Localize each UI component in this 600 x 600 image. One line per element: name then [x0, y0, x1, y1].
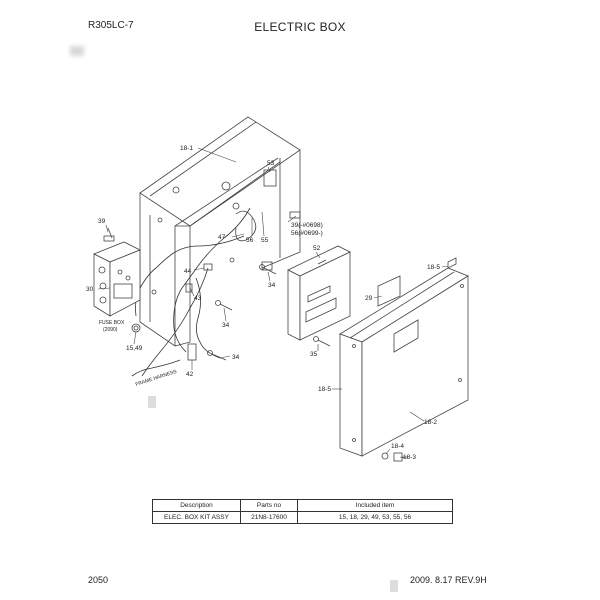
callout-39-range: 39(-#0698) [291, 222, 323, 229]
callout-56: 56 [246, 237, 254, 244]
bolts [107, 227, 408, 462]
table-cell: 15, 18, 29, 49, 53, 55, 56 [297, 511, 453, 524]
callout-35: 35 [310, 351, 318, 358]
page-title: ELECTRIC BOX [254, 20, 346, 34]
table-header-cell: Parts no [240, 499, 298, 512]
callout-44: 44 [184, 268, 192, 275]
control-unit [287, 245, 351, 341]
table-header-cell: Description [152, 499, 241, 512]
callout-34: 34 [232, 354, 240, 361]
callout-30: 30 [86, 286, 94, 293]
callout-42: 42 [186, 371, 194, 378]
frame-harness-label: FRAME HARNESS [135, 369, 178, 388]
parts-table: Description Parts no Included item ELEC.… [152, 499, 453, 524]
callout-18-3: 18-3 [403, 454, 416, 461]
fuse-box-label: FUSE BOX [99, 320, 125, 326]
electric-box-housing [139, 116, 301, 347]
scan-smudge [70, 46, 84, 56]
table-header-row: Description Parts no Included item [152, 499, 453, 512]
fuse-box-number: (2090) [103, 327, 118, 333]
page-number: 2050 [88, 575, 109, 585]
callout-47: 47 [218, 234, 226, 241]
model-number: R305LC-7 [88, 20, 134, 31]
callout-34: 34 [222, 322, 230, 329]
cover-panel [339, 257, 469, 457]
table-cell: ELEC. BOX KIT ASSY [152, 511, 241, 524]
scan-artifacts [148, 396, 398, 592]
leader-lines [97, 147, 449, 459]
callout-43: 43 [194, 295, 202, 302]
table-row: ELEC. BOX KIT ASSY 21N8-17600 15, 18, 29… [152, 511, 453, 524]
callout-34: 34 [268, 282, 276, 289]
callout-53: 53 [267, 160, 275, 167]
callout-18-5: 18-5 [318, 386, 331, 393]
callout-52: 52 [313, 245, 321, 252]
callout-56-range: 56(#0699-) [291, 230, 323, 237]
gasket [377, 275, 401, 307]
callout-18-2: 18-2 [424, 419, 437, 426]
callout-18-4: 18-4 [391, 443, 404, 450]
table-header-cell: Included item [297, 499, 453, 512]
callout-18-5: 18-5 [427, 264, 440, 271]
callout-29: 29 [365, 295, 373, 302]
callout-15-49: 15,49 [126, 345, 143, 352]
table-cell: 21N8-17600 [240, 511, 298, 524]
fuse-box [93, 235, 141, 317]
callout-55: 55 [261, 237, 269, 244]
revision-date: 2009. 8.17 REV.9H [410, 575, 487, 585]
callout-39: 39 [98, 218, 106, 225]
callout-18-1: 18-1 [180, 145, 193, 152]
